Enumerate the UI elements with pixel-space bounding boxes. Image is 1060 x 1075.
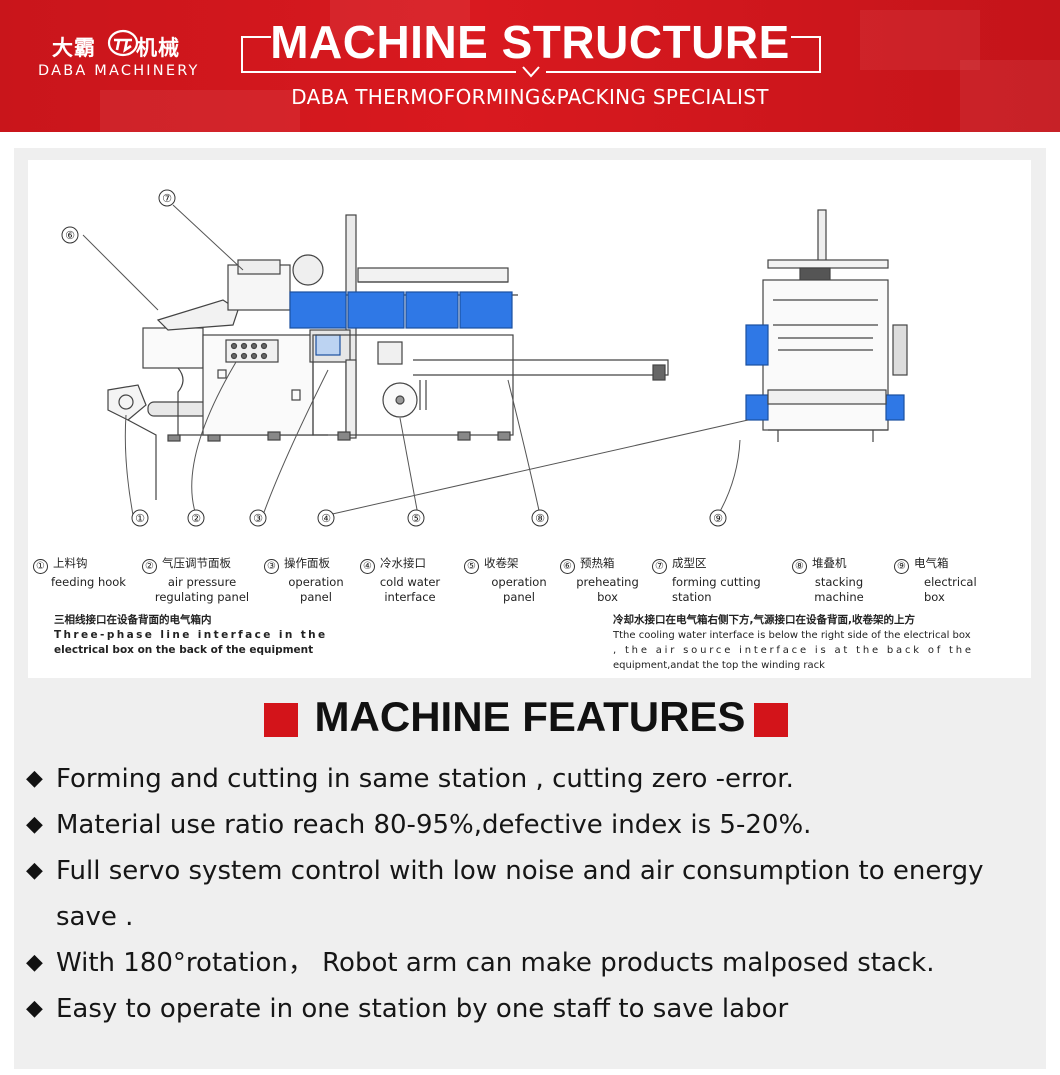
callout-4: ④ — [321, 512, 331, 525]
diamond-bullet-icon: ◆ — [26, 812, 43, 837]
callout-2: ② — [191, 512, 201, 525]
legend-cn-label: 预热箱 — [580, 556, 615, 570]
features-list: ◆ Forming and cutting in same station , … — [22, 756, 1046, 1032]
note-right: 冷却水接口在电气箱右侧下方,气源接口在设备背面,收卷架的上方 Tthe cool… — [613, 613, 1025, 673]
legend-cn-label: 成型区 — [672, 556, 707, 570]
legend-number: ⑧ — [792, 559, 807, 574]
header-banner: 大霸 机械 DABA MACHINERY MACHINE STRUCTURE DA… — [0, 0, 1060, 132]
heading-square-left-icon — [264, 703, 298, 737]
legend-number: ③ — [264, 559, 279, 574]
note-right-cn: 冷却水接口在电气箱右侧下方,气源接口在设备背面,收卷架的上方 — [613, 614, 915, 626]
note-left-cn: 三相线接口在设备背面的电气箱内 — [54, 614, 212, 626]
logo-cn-left: 大霸 — [52, 36, 96, 60]
legend-en-label: stacking machine — [814, 575, 864, 604]
legend-en-label: preheating box — [576, 575, 639, 604]
feature-text: Full servo system control with low noise… — [56, 856, 984, 932]
legend-number: ④ — [360, 559, 375, 574]
machine-drawing: ⑥ ⑦ ① ② ③ ④ ⑤ ⑧ ⑨ — [61, 189, 908, 527]
legend-en-label: feeding hook — [51, 575, 126, 589]
page-title: MACHINE STRUCTURE — [270, 16, 790, 68]
logo-english: DABA MACHINERY — [38, 63, 200, 79]
logo-chinese: 大霸 机械 — [52, 32, 180, 62]
note-right-en-line3: equipment,andat the top the winding rack — [613, 660, 825, 671]
page-subtitle: DABA THERMOFORMING&PACKING SPECIALIST — [291, 85, 769, 109]
legend-cn-label: 操作面板 — [284, 556, 330, 570]
features-heading: MACHINE FEATURES — [0, 692, 1060, 742]
callout-8: ⑧ — [535, 512, 545, 525]
callout-6: ⑥ — [65, 229, 75, 242]
banner-decoration — [100, 90, 300, 132]
legend-cn-label: 电气箱 — [914, 556, 949, 570]
note-right-en-line1: Tthe cooling water interface is below th… — [613, 630, 971, 641]
title-frame — [241, 18, 821, 78]
legend-cn-label: 收卷架 — [484, 556, 519, 570]
diamond-bullet-icon: ◆ — [26, 996, 43, 1021]
legend-number: ⑤ — [464, 559, 479, 574]
feature-text: With 180°rotation， Robot arm can make pr… — [56, 948, 935, 978]
banner-decoration — [330, 0, 470, 40]
callout-7: ⑦ — [162, 192, 172, 205]
logo-mark-icon — [107, 29, 139, 57]
feature-item: ◆ Material use ratio reach 80-95%,defect… — [22, 802, 1046, 848]
note-left-en-line1: Three-phase line interface in the — [54, 629, 328, 641]
legend-cn-label: 冷水接口 — [380, 556, 426, 570]
legend-en-label: operation panel — [491, 575, 547, 604]
heading-square-right-icon — [754, 703, 788, 737]
diamond-bullet-icon: ◆ — [26, 766, 43, 791]
company-logo: 大霸 机械 DABA MACHINERY — [28, 28, 218, 88]
callout-3: ③ — [253, 512, 263, 525]
banner-decoration — [860, 10, 980, 70]
callout-1: ① — [135, 512, 145, 525]
note-left: 三相线接口在设备背面的电气箱内 Three-phase line interfa… — [54, 613, 384, 658]
callout-5: ⑤ — [411, 512, 421, 525]
banner-decoration — [960, 60, 1060, 132]
feature-text: Easy to operate in one station by one st… — [56, 994, 789, 1024]
legend-number: ② — [142, 559, 157, 574]
feature-item: ◆ Easy to operate in one station by one … — [22, 986, 1046, 1032]
legend-en-label: electrical box — [924, 575, 977, 604]
legend-number: ① — [33, 559, 48, 574]
legend-en-label: operation panel — [288, 575, 344, 604]
features-title: MACHINE FEATURES — [314, 693, 746, 740]
structure-diagram-card: ⑥ ⑦ ① ② ③ ④ ⑤ ⑧ ⑨ ① 上料钩 feeding hook ② 气压调… — [28, 160, 1031, 678]
title-triangle-icon — [522, 66, 540, 78]
legend-number: ⑦ — [652, 559, 667, 574]
legend-cn-label: 气压调节面板 — [162, 556, 231, 570]
callout-9: ⑨ — [713, 512, 723, 525]
legend-number: ⑥ — [560, 559, 575, 574]
legend-en-label: cold water interface — [379, 575, 441, 604]
feature-item: ◆ Forming and cutting in same station , … — [22, 756, 1046, 802]
feature-text: Forming and cutting in same station , cu… — [56, 764, 794, 794]
legend-en-label: forming cutting station — [672, 575, 761, 604]
legend-cn-label: 上料钩 — [53, 556, 88, 570]
note-right-en-line2: , the air source interface is at the bac… — [613, 645, 974, 656]
legend-cn-label: 堆叠机 — [812, 556, 847, 570]
logo-cn-right: 机械 — [136, 36, 180, 60]
feature-text: Material use ratio reach 80-95%,defectiv… — [56, 810, 812, 840]
feature-item: ◆ With 180°rotation， Robot arm can make … — [22, 940, 1046, 986]
feature-item: ◆ Full servo system control with low noi… — [22, 848, 1046, 940]
legend-en-label: air pressure regulating panel — [154, 575, 250, 604]
note-left-en-line2: electrical box on the back of the equipm… — [54, 644, 314, 656]
legend-number: ⑨ — [894, 559, 909, 574]
diamond-bullet-icon: ◆ — [26, 858, 43, 883]
diamond-bullet-icon: ◆ — [26, 950, 43, 975]
